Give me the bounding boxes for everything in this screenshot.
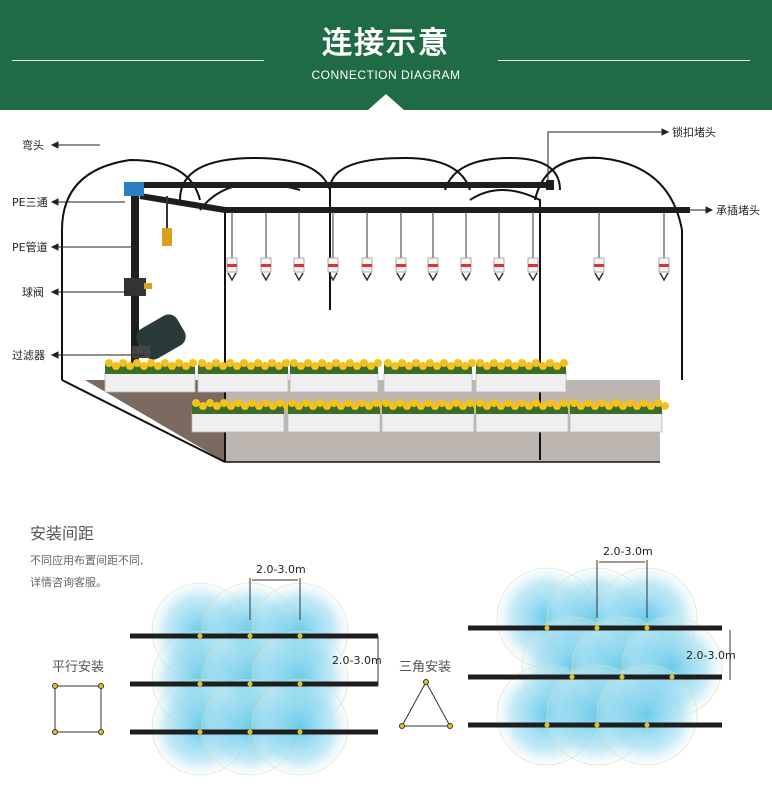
sprinkler-nozzle <box>593 212 605 282</box>
sprinkler-nozzle <box>327 212 339 282</box>
sprinkler-nozzle <box>260 212 272 282</box>
flower-planter <box>287 399 387 433</box>
sprinkler-nozzle <box>493 212 505 282</box>
triangle-install-label: 三角安装 <box>399 660 452 675</box>
pipe-connector <box>139 193 226 213</box>
spray-circle <box>251 678 349 776</box>
flower-planter <box>569 399 669 433</box>
nozzle-point <box>247 633 253 639</box>
flower-planter <box>383 359 476 393</box>
nozzle-point <box>619 674 625 680</box>
sprinkler-nozzle <box>226 212 238 282</box>
parallel-spacing-v: 2.0-3.0m <box>332 654 382 667</box>
flower-planter <box>475 359 568 393</box>
triangle-spacing-h: 2.0-3.0m <box>603 545 653 558</box>
label-filter: 过滤器 <box>12 349 45 362</box>
label-ball-valve: 球阀 <box>22 285 44 299</box>
nozzle-point <box>247 681 253 687</box>
nozzle-point <box>644 722 650 728</box>
header-pointer <box>368 94 404 110</box>
nozzle-point <box>247 729 253 735</box>
triangle-icon <box>399 679 453 729</box>
header-right-rule <box>498 60 750 61</box>
nozzle-point <box>297 729 303 735</box>
flower-planters <box>104 359 669 433</box>
parallel-dimensions <box>249 578 379 686</box>
spray-circle <box>596 664 698 766</box>
flower-planter <box>381 399 481 433</box>
label-lock-cap: 锁扣堵头 <box>672 125 716 139</box>
parallel-spray-pattern <box>130 582 378 776</box>
nozzle-point <box>297 681 303 687</box>
flower-planter <box>191 399 291 433</box>
parallel-install-label: 平行安装 <box>52 660 105 675</box>
elbow-drop <box>162 228 172 246</box>
nozzle-point <box>594 625 600 631</box>
nozzle-point <box>569 674 575 680</box>
parallel-icon <box>52 683 104 735</box>
label-pe-pipe: PE管道 <box>12 240 48 254</box>
nozzle-point <box>544 722 550 728</box>
nozzle-point <box>197 729 203 735</box>
label-pe-tee: PE三通 <box>12 196 48 209</box>
sprinkler-nozzle <box>527 212 539 282</box>
triangle-spray-pattern <box>468 567 723 766</box>
parallel-spacing-h: 2.0-3.0m <box>256 563 306 576</box>
pe-tee-fitting <box>124 182 144 196</box>
sprinkler-nozzle <box>293 212 305 282</box>
sprinkler-nozzle <box>361 212 373 282</box>
page-title: 连接示意 <box>322 26 450 61</box>
nozzle-point <box>197 681 203 687</box>
flower-planter <box>197 359 290 393</box>
nozzle-point <box>544 625 550 631</box>
ball-valve-handle <box>144 283 152 289</box>
flower-planter <box>475 399 575 433</box>
label-socket-cap: 承插堵头 <box>716 203 760 217</box>
sprinkler-nozzle <box>658 212 670 282</box>
nozzle-point <box>197 633 203 639</box>
nozzle-point <box>644 625 650 631</box>
header-left-rule <box>12 60 264 61</box>
flower-planter <box>289 359 382 393</box>
diagram-callouts <box>50 128 714 359</box>
sprinkler-drops <box>226 212 670 282</box>
sprinkler-nozzle <box>395 212 407 282</box>
nozzle-point <box>297 633 303 639</box>
flower-planter <box>104 359 197 393</box>
install-spacing-title: 安装间距 <box>30 524 95 543</box>
header-banner: 连接示意 CONNECTION DIAGRAM <box>0 0 772 110</box>
install-spacing-note: 不同应用布置间距不同, 详情咨询客服。 <box>30 550 200 594</box>
lock-cap <box>546 180 554 190</box>
sprinkler-nozzle <box>427 212 439 282</box>
nozzle-point <box>594 722 600 728</box>
note-line-1: 不同应用布置间距不同, <box>30 554 144 567</box>
label-elbow: 弯头 <box>22 138 44 152</box>
nozzle-point <box>669 674 675 680</box>
page-subtitle: CONNECTION DIAGRAM <box>311 68 461 82</box>
triangle-dimensions <box>596 560 731 680</box>
triangle-spacing-v: 2.0-3.0m <box>686 649 736 662</box>
ball-valve-body <box>124 278 146 296</box>
note-line-2: 详情咨询客服。 <box>30 576 107 589</box>
sprinkler-nozzle <box>460 212 472 282</box>
